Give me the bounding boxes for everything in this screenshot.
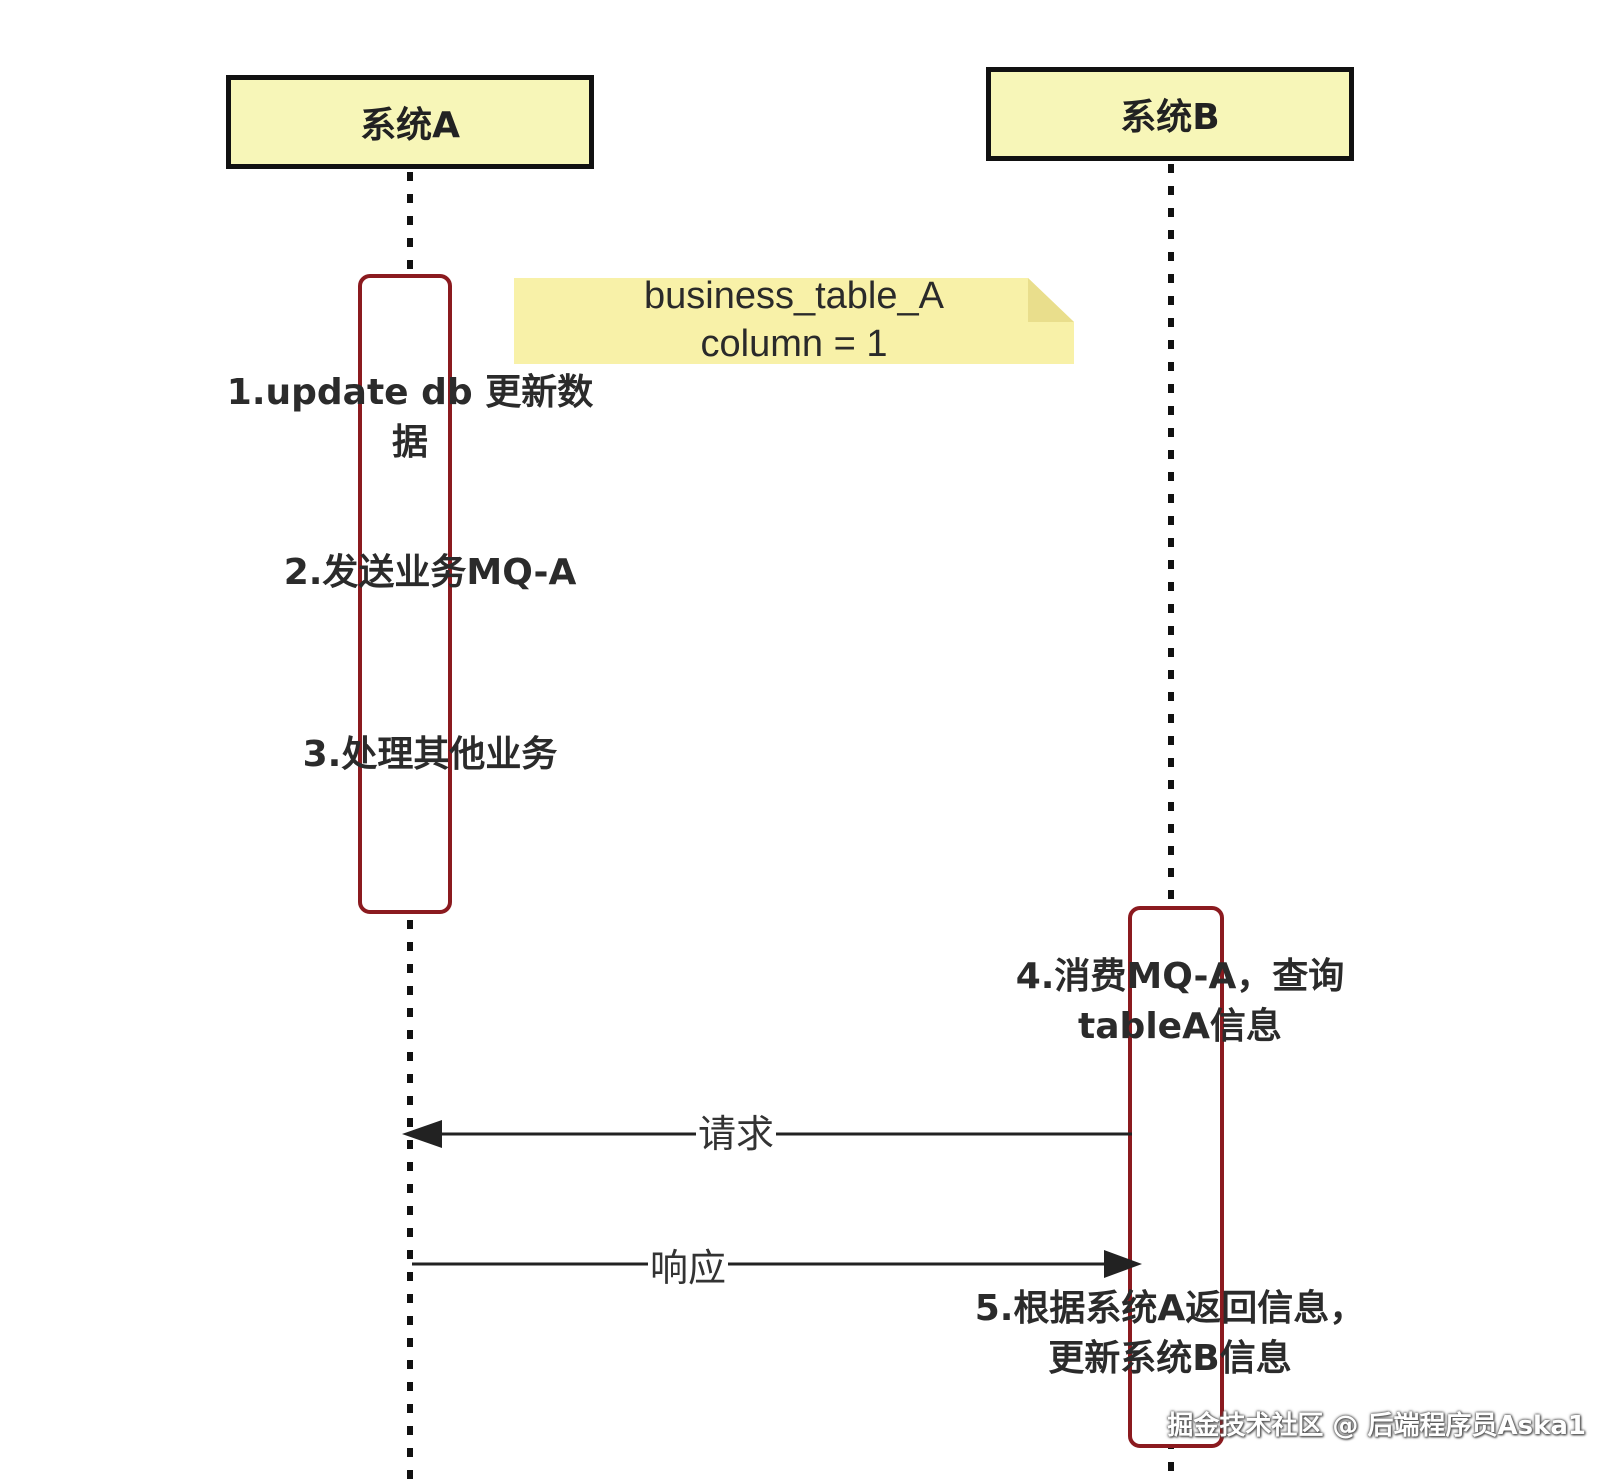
step-1-update-db: 1.update db 更新数 据 xyxy=(210,368,610,468)
step-5-line-2: 更新系统B信息 xyxy=(1048,1338,1292,1379)
step-3-other-business: 3.处理其他业务 xyxy=(230,730,630,780)
note-line-1: business_table_A xyxy=(644,275,944,317)
step-5-update-b: 5.根据系统A返回信息， 更新系统B信息 xyxy=(930,1284,1410,1384)
step-5-line-1: 5.根据系统A返回信息， xyxy=(974,1288,1366,1329)
step-4-line-2: tableA信息 xyxy=(1078,1006,1282,1047)
step-1-line-2: 据 xyxy=(391,422,428,463)
note-fold xyxy=(1028,278,1074,322)
activation-a xyxy=(358,274,452,914)
activation-b xyxy=(1128,906,1224,1448)
participant-a-label: 系统A xyxy=(360,105,460,146)
step-2-text: 2.发送业务MQ-A xyxy=(283,552,577,593)
participant-system-b: 系统B xyxy=(986,67,1354,161)
response-message-label: 响应 xyxy=(648,1246,729,1290)
watermark: 掘金技术社区 @ 后端程序员Aska1 xyxy=(1167,1411,1586,1441)
request-arrowhead xyxy=(402,1120,442,1148)
participant-a-fill xyxy=(228,77,592,167)
step-4-line-1: 4.消费MQ-A，查询 xyxy=(1015,956,1345,997)
participant-b-label: 系统B xyxy=(1120,97,1220,138)
note-shape xyxy=(514,278,1074,364)
step-4-consume-mq: 4.消费MQ-A，查询 tableA信息 xyxy=(980,952,1380,1052)
response-arrowhead xyxy=(1104,1250,1142,1278)
step-2-send-mq: 2.发送业务MQ-A xyxy=(230,548,630,598)
step-3-text: 3.处理其他业务 xyxy=(302,734,558,775)
note: business_table_A column = 1 xyxy=(514,272,1074,368)
note-line-2: column = 1 xyxy=(700,323,888,365)
participant-b-fill xyxy=(988,69,1352,159)
participant-system-a: 系统A xyxy=(226,75,594,169)
step-1-line-1: 1.update db 更新数 xyxy=(226,372,594,413)
request-message-label: 请求 xyxy=(696,1112,777,1156)
